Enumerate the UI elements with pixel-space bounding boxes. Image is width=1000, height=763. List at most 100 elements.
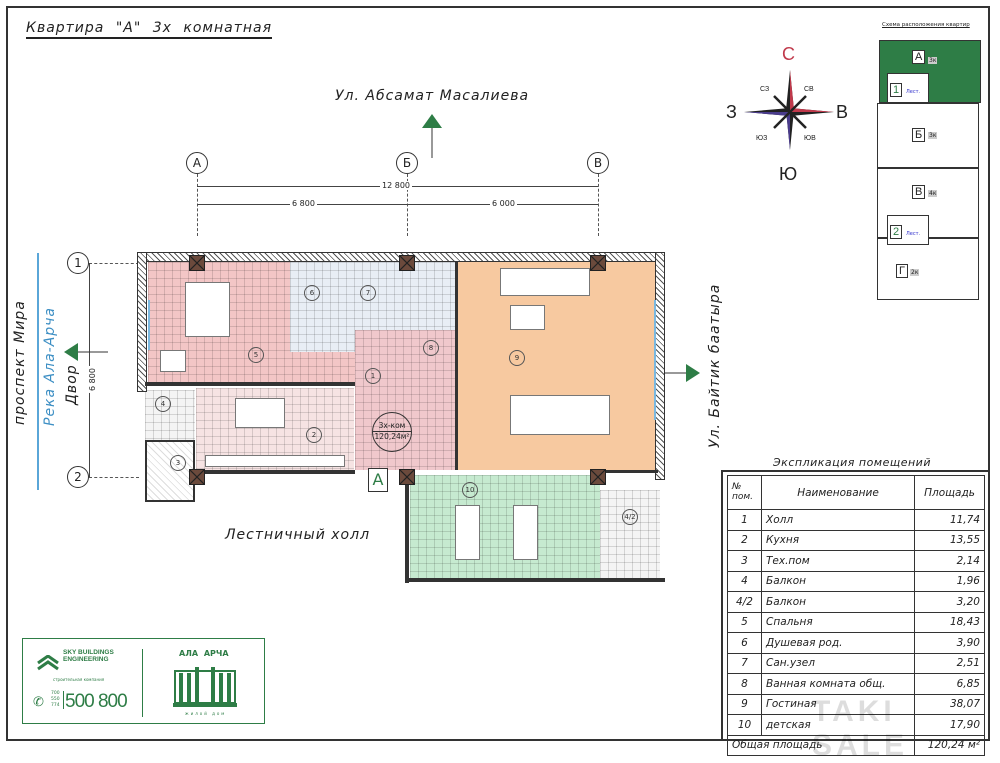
column	[399, 255, 415, 271]
explication-title: Экспликация помещений	[773, 456, 931, 469]
room-marker: 5	[248, 347, 264, 363]
room-marker: 10	[462, 482, 478, 498]
project-name: АЛА АРЧА	[179, 649, 229, 658]
room-marker: 4/2	[622, 509, 638, 525]
room-name: Балкон	[761, 570, 915, 592]
room-name: Душевая род.	[761, 632, 915, 654]
column	[189, 469, 205, 485]
axis-marker-a: А	[186, 152, 208, 174]
room-balcony-4	[145, 390, 195, 440]
coffee-table	[510, 305, 545, 330]
room-name: Тех.пом	[761, 550, 915, 572]
compass-rose: С Ю З В СЗ СВ ЮЗ ЮВ	[722, 40, 862, 190]
column	[399, 469, 415, 485]
room-area: 11,74	[914, 509, 985, 531]
room-marker: 6	[304, 285, 320, 301]
desk	[160, 350, 186, 372]
street-right-label: Ул. Байтик баатыра	[707, 283, 723, 448]
room-area: 3,20	[914, 591, 985, 613]
room-number: 2	[727, 529, 762, 551]
room-number: 4/2	[727, 591, 762, 613]
column	[590, 255, 606, 271]
room-number: 3	[727, 550, 762, 572]
room-tech	[145, 440, 195, 502]
room-marker: 7	[360, 285, 376, 301]
kitchen-table	[235, 398, 285, 428]
room-kids	[410, 475, 600, 578]
arrow-left-icon	[64, 343, 108, 361]
room-name: Спальня	[761, 611, 915, 633]
page-title: Квартира "А" 3х комнатная	[26, 20, 272, 39]
building-scheme: Схема расположения квартир А 3к Б 3к В 4…	[872, 20, 987, 305]
room-area: 18,43	[914, 611, 985, 633]
entrance-marker: А	[368, 468, 388, 492]
dimension-right: 6 000	[490, 199, 517, 208]
room-number: 6	[727, 632, 762, 654]
watermark: TAKI SALE	[812, 695, 909, 762]
room-name: Ванная комната общ.	[761, 673, 915, 695]
axis-marker-2: 2	[67, 466, 89, 488]
room-number: 5	[727, 611, 762, 633]
company-logo-icon	[37, 655, 59, 671]
dimension-total: 12 800	[380, 181, 412, 190]
avenue-label: проспект Мира	[12, 300, 28, 425]
room-name: Кухня	[761, 529, 915, 551]
room-hall	[355, 330, 455, 470]
room-number: 9	[727, 693, 762, 715]
column	[189, 255, 205, 271]
room-marker: 1	[365, 368, 381, 384]
dimension-vertical: 6 800	[87, 366, 97, 393]
room-area: 3,90	[914, 632, 985, 654]
room-marker: 8	[423, 340, 439, 356]
dimension-left: 6 800	[290, 199, 317, 208]
developer-logo-box: SKY BUILDINGS ENGINEERING строительная к…	[22, 638, 265, 724]
room-name: Балкон	[761, 591, 915, 613]
street-top-label: Ул. Абсамат Масалиева	[335, 88, 530, 104]
stair-hall-label: Лестничный холл	[225, 527, 371, 543]
room-number: 4	[727, 570, 762, 592]
room-name: Холл	[761, 509, 915, 531]
room-living	[455, 262, 655, 470]
room-number: 1	[727, 509, 762, 531]
room-area: 17,90	[914, 714, 985, 736]
axis-marker-1: 1	[67, 252, 89, 274]
axis-marker-b: Б	[396, 152, 418, 174]
room-number: 10	[727, 714, 762, 736]
kids-bed-1	[455, 505, 480, 560]
room-marker: 4	[155, 396, 171, 412]
axis-marker-v: В	[587, 152, 609, 174]
drawing-frame	[6, 6, 990, 741]
room-area: 2,51	[914, 652, 985, 674]
table-header: № пом. Наименование Площадь	[727, 475, 985, 510]
kids-bed-2	[513, 505, 538, 560]
river-label: Река Ала-Арча	[42, 306, 58, 426]
room-area: 6,85	[914, 673, 985, 695]
room-marker: 9	[509, 350, 525, 366]
apartment-area-badge: 3х-ком 120,24м²	[372, 412, 412, 452]
room-name: Сан.узел	[761, 652, 915, 674]
scheme-block-g[interactable]	[877, 238, 979, 300]
phone-number[interactable]: 500 800	[65, 691, 128, 712]
arrow-right-icon	[662, 364, 700, 382]
room-area: 1,96	[914, 570, 985, 592]
room-number: 8	[727, 673, 762, 695]
building-logo-icon	[173, 667, 237, 707]
phone-icon: ✆	[33, 695, 44, 710]
room-balcony-4-2	[600, 490, 660, 580]
room-number: 7	[727, 652, 762, 674]
kitchen-counter	[205, 455, 345, 467]
compass-star-icon	[744, 70, 834, 150]
yard-label: Двор	[64, 364, 80, 405]
sofa	[500, 268, 590, 296]
room-marker: 2	[306, 427, 322, 443]
bed	[185, 282, 230, 337]
